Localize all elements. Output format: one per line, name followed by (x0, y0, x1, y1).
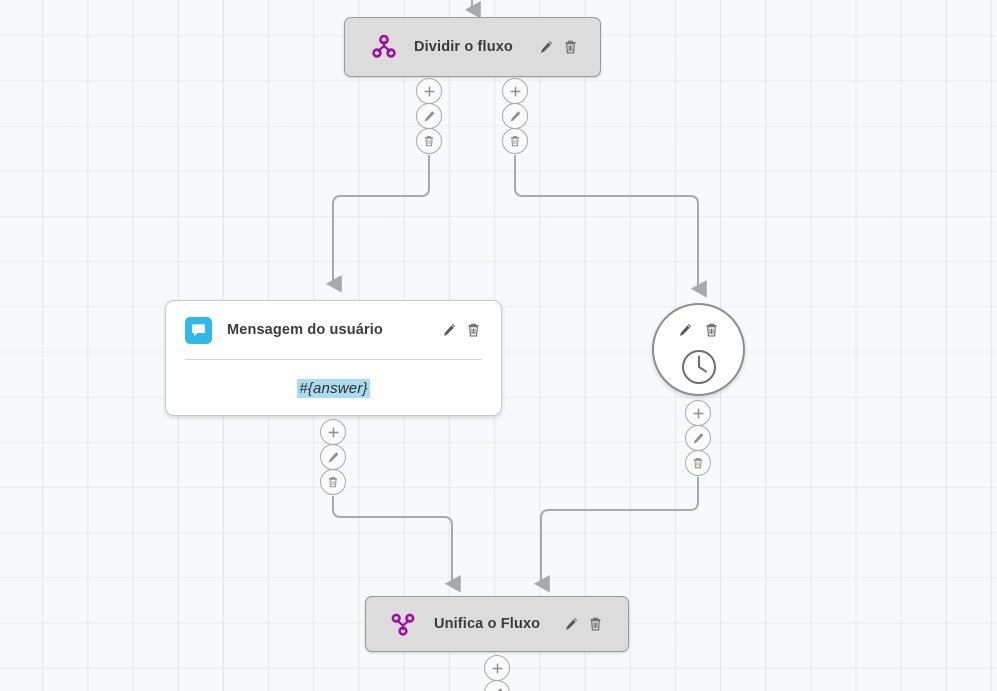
edit-connector-button[interactable] (416, 103, 442, 129)
clock-icon (681, 350, 716, 384)
node-delay[interactable] (652, 303, 745, 396)
node-actions (442, 322, 481, 338)
delete-connector-button[interactable] (685, 450, 711, 476)
delete-icon (328, 476, 338, 488)
plus-icon (510, 86, 520, 96)
node-actions (539, 39, 578, 55)
connector-column-split-right[interactable] (502, 78, 528, 154)
plus-icon (424, 86, 434, 96)
delete-connector-button[interactable] (320, 469, 346, 495)
delete-icon (424, 135, 434, 147)
edge-message-to-merge (332, 496, 461, 593)
edge-split-right-to-delay (514, 155, 707, 298)
message-variable: #{answer} (297, 378, 370, 398)
delete-icon[interactable] (588, 616, 603, 632)
add-node-button[interactable] (484, 655, 510, 681)
add-node-button[interactable] (320, 419, 346, 445)
delete-icon[interactable] (466, 322, 481, 338)
edit-connector-button[interactable] (320, 444, 346, 470)
connector-column-delay[interactable] (685, 400, 711, 476)
delete-icon[interactable] (563, 39, 578, 55)
connector-column-split-left[interactable] (416, 78, 442, 154)
edit-icon[interactable] (539, 39, 554, 55)
node-body: #{answer} (166, 360, 501, 416)
plus-icon (492, 663, 502, 673)
delete-icon[interactable] (704, 322, 719, 338)
node-dividir-o-fluxo[interactable]: Dividir o fluxo (344, 17, 601, 77)
connector-column-merge[interactable] (484, 655, 510, 691)
edit-icon (693, 432, 703, 444)
edit-icon[interactable] (564, 616, 579, 632)
edit-icon (510, 110, 520, 122)
node-actions (654, 322, 743, 338)
edge-split-left-to-message (325, 155, 430, 293)
node-actions (564, 616, 603, 632)
node-title: Dividir o fluxo (414, 39, 513, 55)
delete-icon (510, 135, 520, 147)
delete-icon (693, 457, 703, 469)
delete-connector-button[interactable] (502, 128, 528, 154)
node-unifica-o-fluxo[interactable]: Unifica o Fluxo (365, 596, 629, 652)
merge-flow-icon (391, 613, 415, 636)
edit-icon (328, 451, 338, 463)
node-title: Unifica o Fluxo (434, 616, 541, 632)
delete-connector-button[interactable] (416, 128, 442, 154)
plus-icon (328, 427, 338, 437)
add-node-button[interactable] (685, 400, 711, 426)
edge-delay-to-merge (533, 477, 699, 593)
add-node-button[interactable] (416, 78, 442, 104)
node-header: Mensagem do usuário (166, 301, 501, 359)
divider (185, 359, 482, 360)
edit-connector-button[interactable] (484, 680, 510, 691)
node-title: Mensagem do usuário (227, 322, 383, 338)
add-node-button[interactable] (502, 78, 528, 104)
edit-icon (496, 687, 502, 691)
split-flow-icon (372, 34, 396, 58)
edit-icon[interactable] (442, 322, 457, 338)
edit-connector-button[interactable] (502, 103, 528, 129)
edit-connector-button[interactable] (685, 425, 711, 451)
node-mensagem-do-usuario[interactable]: Mensagem do usuário #{answer} (165, 300, 502, 416)
edit-icon (424, 110, 434, 122)
edit-icon[interactable] (678, 322, 693, 338)
plus-icon (693, 408, 703, 418)
chat-bubble-icon (185, 316, 212, 344)
connector-column-message[interactable] (320, 419, 346, 495)
